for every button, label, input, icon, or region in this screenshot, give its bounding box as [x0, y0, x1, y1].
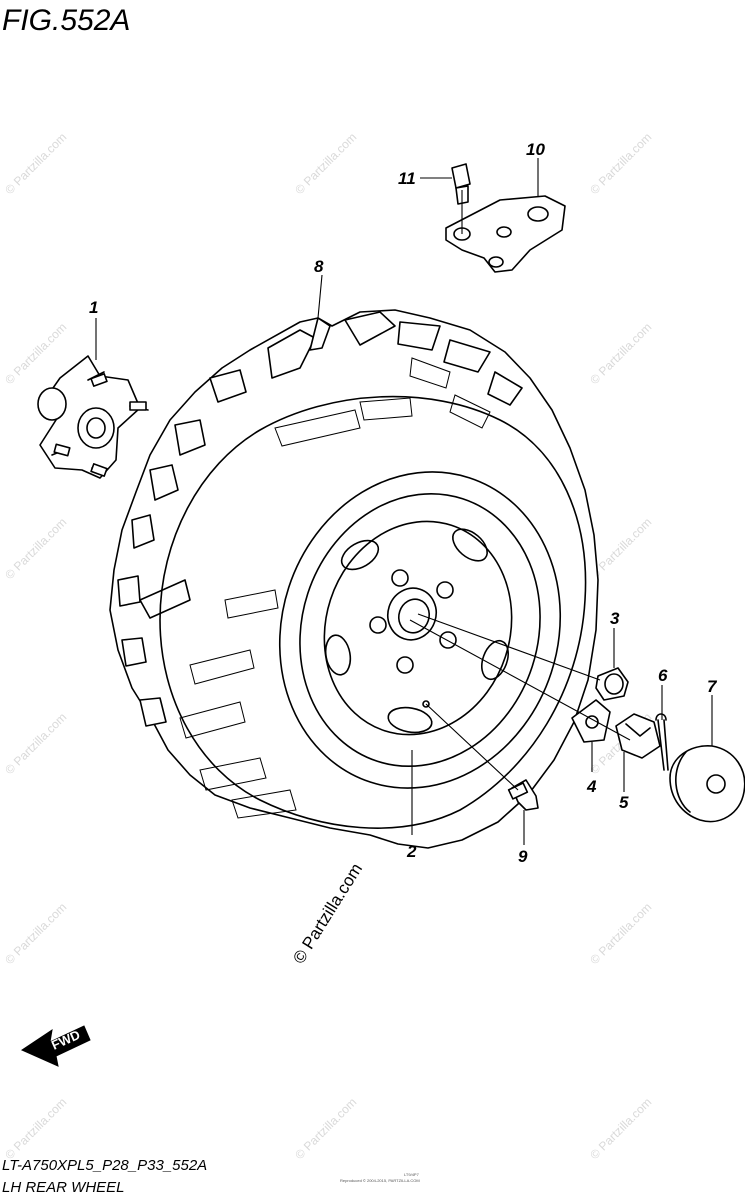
figure-caption: LH REAR WHEEL [2, 1179, 125, 1196]
nut-drawing [595, 667, 629, 701]
axis-line-nut [417, 613, 601, 681]
watermark: © Partzilla.com [2, 1095, 69, 1162]
watermark: © Partzilla.com [2, 515, 69, 582]
fwd-arrow-icon: FWD [20, 1025, 91, 1067]
callout-11: 11 [398, 169, 416, 188]
watermark: © Partzilla.com [2, 900, 69, 967]
bracket-drawing [445, 163, 566, 273]
callout-5: 5 [619, 793, 629, 812]
leader-8 [317, 274, 323, 319]
callout-4: 4 [586, 777, 597, 796]
castle-nut-drawing [615, 713, 661, 759]
callouts: 1 2 3 4 5 6 7 8 9 10 11 [89, 140, 718, 866]
callout-1: 1 [89, 298, 98, 317]
watermark: © Partzilla.com [587, 900, 654, 967]
fine-print-line1: LT9/4P7 [404, 1172, 420, 1177]
axis-line-castle-nut [409, 619, 631, 741]
callout-3: 3 [610, 609, 620, 628]
watermark-large: © Partzilla.com [289, 860, 366, 967]
watermark: © Partzilla.com [292, 130, 359, 197]
watermark: © Partzilla.com [2, 130, 69, 197]
cap-drawing [669, 745, 745, 823]
watermark: © Partzilla.com [587, 1095, 654, 1162]
valve-drawing [507, 779, 539, 811]
watermark: © Partzilla.com [2, 320, 69, 387]
hub-drawing [37, 355, 149, 479]
watermark: © Partzilla.com [587, 320, 654, 387]
callout-8: 8 [314, 257, 324, 276]
callout-7: 7 [707, 677, 718, 696]
watermark: © Partzilla.com [2, 710, 69, 777]
axis-line-valve [425, 703, 519, 791]
watermark: © Partzilla.com [587, 130, 654, 197]
wheel-drawing [278, 471, 562, 789]
leader-lines [95, 158, 713, 845]
figure-title: FIG.552A [2, 4, 130, 37]
fine-print-line2: Reproduced © 2004-2015, PARTZILLA.COM [340, 1178, 420, 1183]
callout-2: 2 [406, 842, 417, 861]
figure-code: LT-A750XPL5_P28_P33_552A [2, 1157, 207, 1174]
callout-10: 10 [526, 140, 545, 159]
cotter-pin-drawing [655, 713, 669, 771]
callout-9: 9 [518, 847, 528, 866]
watermark: © Partzilla.com [292, 1095, 359, 1162]
washer-drawing [571, 699, 611, 743]
callout-6: 6 [658, 666, 668, 685]
